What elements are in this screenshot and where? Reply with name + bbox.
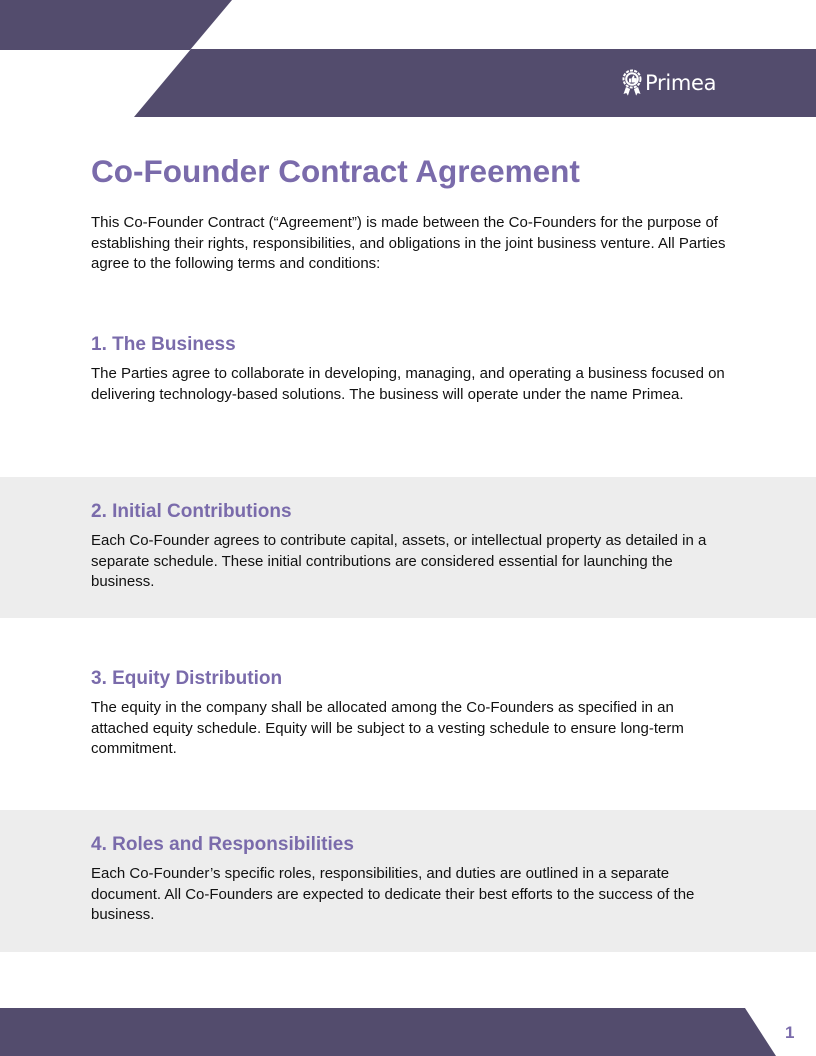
section-background-band	[0, 477, 816, 618]
section-the-business: 1. The Business The Parties agree to col…	[91, 333, 731, 405]
section-equity-distribution: 3. Equity Distribution The equity in the…	[91, 667, 731, 760]
section-body: Each Co-Founder’s specific roles, respon…	[91, 865, 695, 923]
section-body: The equity in the company shall be alloc…	[91, 699, 684, 757]
section-roles-and-responsibilities: 4. Roles and Responsibilities Each Co-Fo…	[91, 833, 731, 926]
section-initial-contributions: 2. Initial Contributions Each Co-Founder…	[91, 500, 731, 593]
award-badge-thumbs-up-icon	[621, 68, 643, 98]
page-number: 1	[785, 1023, 795, 1042]
header-band	[134, 49, 816, 117]
section-body: The Parties agree to collaborate in deve…	[91, 365, 725, 403]
document-title: Co-Founder Contract Agreement	[91, 153, 580, 189]
brand-logo: Primea	[621, 68, 717, 98]
section-background-band	[0, 810, 816, 952]
footer-band	[0, 1008, 776, 1056]
section-heading: 4. Roles and Responsibilities	[91, 834, 354, 855]
brand-name: Primea	[645, 70, 717, 95]
section-heading: 1. The Business	[91, 334, 236, 355]
section-heading: 2. Initial Contributions	[91, 501, 292, 522]
header-corner-shape	[0, 0, 232, 50]
section-heading: 3. Equity Distribution	[91, 668, 283, 689]
intro-paragraph: This Co-Founder Contract (“Agreement”) i…	[91, 214, 726, 272]
section-body: Each Co-Founder agrees to contribute cap…	[91, 532, 707, 590]
